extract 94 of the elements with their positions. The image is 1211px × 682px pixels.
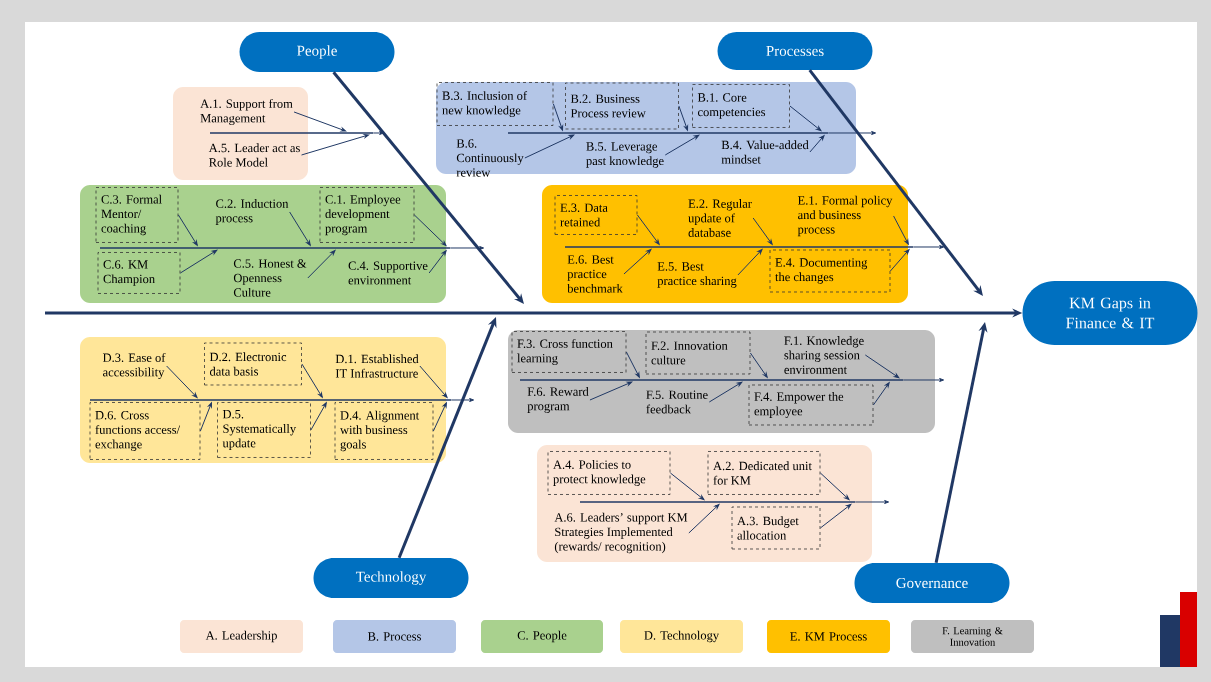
group-panel (80, 337, 446, 463)
dashed-cause-box: D.4. Alignment with business goals (334, 402, 434, 460)
arrow (854, 500, 890, 504)
cause-text: E.6. Best practice benchmark (567, 255, 623, 293)
arrow (177, 214, 198, 246)
dashed-cause-box: F.2. Innovation culture (645, 331, 751, 375)
cause-text: C.2. Induction process (215, 199, 289, 225)
arrow (737, 249, 763, 276)
cause-text: B.6. Continuously review (456, 139, 524, 177)
arrow (623, 248, 652, 275)
cause-text: F.5. Routine feedback (646, 390, 708, 414)
arrow (827, 131, 877, 135)
arrow (293, 111, 347, 132)
dashed-cause-box: E.4. Documenting the changes (769, 249, 891, 293)
cause-text: E.1. Formal policy and business process (797, 195, 893, 237)
dashed-cause-box: A.4. Policies to protect knowledge (547, 451, 671, 495)
arrow (413, 214, 447, 246)
arrow (199, 402, 212, 432)
cause-text: D.3. Ease of accessibility (102, 353, 166, 379)
group-panel (542, 185, 908, 303)
arrow (889, 249, 910, 272)
dashed-cause-box: B.1. Core competencies (692, 84, 790, 128)
arrow (552, 103, 564, 131)
dashed-cause-box: C.1. Employee development program (319, 187, 415, 243)
arrow (310, 402, 327, 431)
arrow (524, 134, 575, 159)
arrow (752, 217, 773, 245)
arrow (912, 245, 945, 249)
dashed-cause-box: D.2. Electronic data basis (204, 342, 302, 386)
arrow (450, 398, 475, 402)
arrow (372, 131, 385, 135)
arrow (864, 354, 900, 379)
arrow (332, 71, 524, 304)
group-panel (80, 185, 446, 303)
arrow (809, 135, 825, 153)
arrow (669, 472, 705, 501)
legend-label: A. Leadership (205, 630, 277, 643)
legend-label: E. KM Process (790, 632, 867, 641)
cause-text: C.5. Honest & Openness Culture (233, 259, 307, 297)
arrow (307, 250, 336, 279)
arrow (688, 503, 720, 534)
dashed-cause-box: A.2. Dedicated unit for KM (707, 451, 821, 495)
dashed-cause-box: B.3. Inclusion of new knowledge (436, 82, 554, 126)
dashed-cause-box: D.5. Systematically update (217, 402, 311, 458)
cause-text: F.1. Knowledge sharing session environment (784, 336, 864, 374)
arrow (625, 351, 640, 378)
arrow (419, 365, 448, 398)
cause-text: A.6. Leaders’ support KM Strategies Implemented (rewards/ recognition) (554, 512, 688, 554)
dashed-cause-box: C.3. Formal Mentor/ coaching (95, 187, 179, 243)
arrow (819, 472, 850, 500)
dashed-cause-box: A.3. Budget allocation (731, 506, 821, 550)
cause-text: B.4. Value-added mindset (721, 140, 809, 164)
effect-box: KM Gaps in Finance & IT (1022, 281, 1198, 345)
group-panel (508, 330, 935, 433)
cause-text: D.1. Established IT Infrastructure (335, 354, 419, 378)
dashed-cause-box: E.3. Data retained (554, 195, 638, 235)
cause-text: C.4. Supportive environment (348, 261, 428, 285)
group-panel (537, 445, 872, 562)
arrow (289, 211, 311, 246)
legend-label: D. Technology (644, 630, 720, 643)
cause-text: A.1. Support from Management (200, 99, 293, 125)
arrow (872, 382, 890, 406)
arrow (819, 503, 852, 529)
group-panel (173, 87, 308, 180)
legend-label: F. Learning & Innovation (942, 627, 1003, 646)
arrow (589, 381, 633, 401)
cause-text: E.2. Regular update of database (688, 199, 752, 237)
arrow (893, 215, 909, 245)
cause-text: B.5. Leverage past knowledge (586, 142, 664, 168)
arrow (808, 69, 983, 296)
arrow (301, 134, 370, 156)
cause-text: F.6. Reward program (527, 387, 589, 413)
legend-label: B. Process (367, 632, 421, 641)
cause-text: A.5. Leader act as Role Model (208, 143, 300, 167)
dashed-cause-box: B.2. Business Process review (565, 82, 679, 130)
arrow (166, 365, 198, 398)
arrow (428, 250, 447, 274)
arrow (179, 249, 218, 274)
legend-label: C. People (517, 630, 567, 643)
arrow (301, 363, 323, 398)
arrow (432, 402, 447, 432)
arrow (902, 378, 945, 382)
arrow (749, 352, 768, 378)
cause-text: E.5. Best practice sharing (657, 262, 737, 288)
arrow (636, 214, 660, 245)
arrow (678, 105, 689, 131)
arrow (664, 134, 700, 156)
arrow (708, 381, 743, 403)
dashed-cause-box: F.3. Cross function learning (511, 331, 627, 373)
arrow (449, 246, 485, 250)
dashed-cause-box: D.6. Cross functions access/ exchange (89, 402, 201, 460)
arrow (789, 105, 822, 132)
dashed-cause-box: C.6. KM Champion (97, 252, 181, 294)
dashed-cause-box: F.4. Empower the employee (748, 384, 874, 426)
